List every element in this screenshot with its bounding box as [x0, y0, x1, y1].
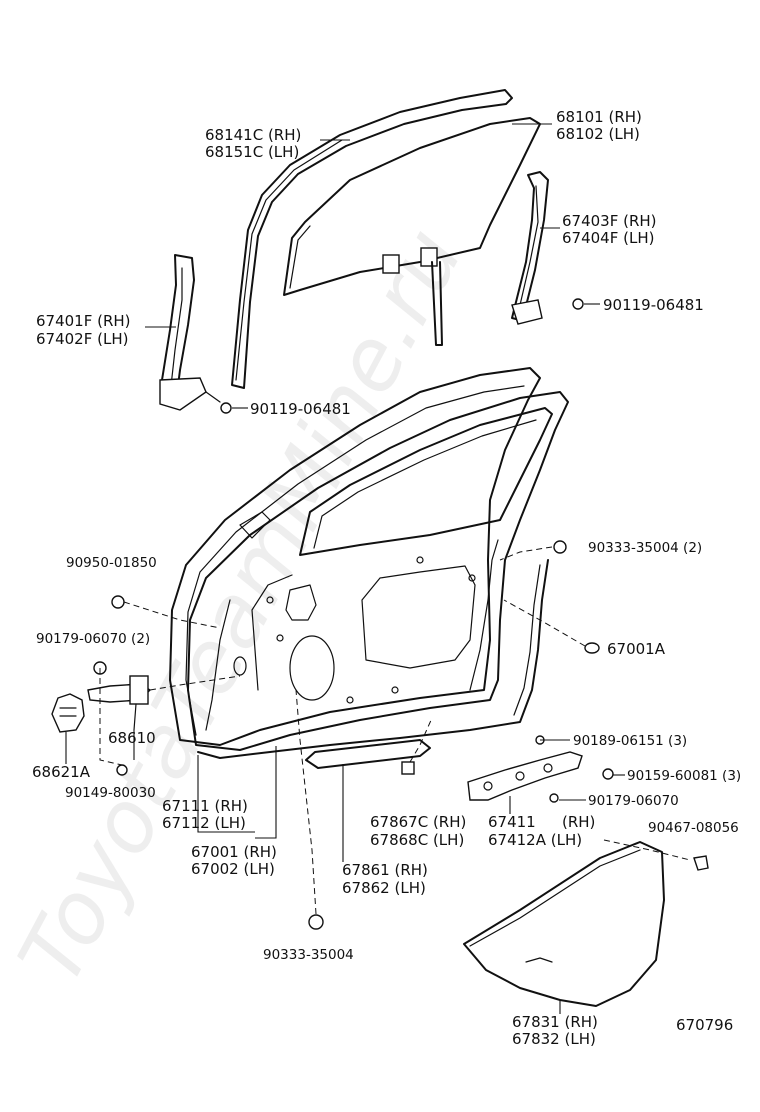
svg-text:67868C (LH): 67868C (LH) [370, 831, 464, 849]
callout-plug-c: 90333-35004 [263, 947, 354, 963]
callout-clip-c: 67867C (RH) 67868C (LH) [370, 813, 466, 849]
svg-text:90189-06151 (3): 90189-06151 (3) [573, 733, 687, 749]
svg-text:67401F (RH): 67401F (RH) [36, 312, 131, 330]
callout-panel: 67001 (RH) 67002 (LH) [191, 843, 277, 878]
svg-text:67831 (RH): 67831 (RH) [512, 1013, 598, 1031]
svg-text:68610: 68610 [108, 729, 156, 747]
callout-regulator: 67411 (RH) 67412A (LH) [488, 813, 595, 849]
callout-front-run: 67401F (RH) 67402F (LH) [36, 312, 131, 348]
svg-text:68101 (RH): 68101 (RH) [556, 108, 642, 126]
callout-rear-bolt: 90119-06481 [603, 296, 704, 314]
callout-plug-a: 90950-01850 [66, 555, 157, 571]
rear-bolt [572, 298, 600, 310]
svg-text:68102 (LH): 68102 (LH) [556, 125, 640, 143]
window-regulator [467, 751, 583, 801]
svg-text:67112 (LH): 67112 (LH) [162, 814, 246, 832]
svg-text:68151C (LH): 68151C (LH) [205, 143, 299, 161]
svg-text:90119-06481: 90119-06481 [603, 296, 704, 314]
callout-clip: 67001A [607, 640, 666, 658]
svg-text:67832 (LH): 67832 (LH) [512, 1030, 596, 1048]
svg-text:67867C (RH): 67867C (RH) [370, 813, 466, 831]
svg-text:67403F (RH): 67403F (RH) [562, 212, 657, 230]
hinge-bolt [116, 764, 128, 776]
clip-67001a [584, 642, 600, 654]
callout-check: 68610 [108, 729, 156, 747]
svg-text:90179-06070 (2): 90179-06070 (2) [36, 631, 150, 647]
callout-weatherstrip: 67111 (RH) 67112 (LH) [162, 797, 248, 832]
callout-screw-a: 90189-06151 (3) [573, 733, 687, 749]
svg-text:670796: 670796 [676, 1016, 733, 1034]
belt-molding [305, 739, 431, 769]
diagram-id: 670796 [676, 1016, 733, 1034]
callout-belt: 67861 (RH) 67862 (LH) [342, 861, 428, 897]
door-check [87, 661, 152, 731]
door-panel [169, 367, 569, 751]
callout-fastener: 90467-08056 [648, 820, 739, 836]
svg-text:90950-01850: 90950-01850 [66, 555, 157, 571]
svg-text:68141C (RH): 68141C (RH) [205, 126, 301, 144]
callout-rear-run: 67403F (RH) 67404F (LH) [562, 212, 657, 247]
callout-hinge-bolt: 90149-80030 [65, 785, 156, 801]
callout-glass: 68101 (RH) 68102 (LH) [556, 108, 642, 143]
svg-text:67404F (LH): 67404F (LH) [562, 229, 654, 247]
callout-glass-channel: 68141C (RH) 68151C (LH) [205, 126, 301, 161]
seal-fastener [693, 855, 709, 871]
svg-text:67411: 67411 [488, 813, 536, 831]
plug-a [111, 595, 125, 609]
svg-text:90333-35004: 90333-35004 [263, 947, 354, 963]
hinge-cover [51, 693, 85, 733]
svg-text:67412A (LH): 67412A (LH) [488, 831, 582, 849]
svg-text:90149-80030: 90149-80030 [65, 785, 156, 801]
callout-nut: 90179-06070 (2) [36, 631, 150, 647]
regulator-fasteners [535, 735, 614, 803]
callout-seal: 67831 (RH) 67832 (LH) [512, 1013, 598, 1048]
svg-text:(RH): (RH) [562, 813, 595, 831]
svg-text:90179-06070: 90179-06070 [588, 793, 679, 809]
callout-plug-b: 90333-35004 (2) [588, 540, 702, 556]
svg-text:67001 (RH): 67001 (RH) [191, 843, 277, 861]
svg-text:67111 (RH): 67111 (RH) [162, 797, 248, 815]
callout-nut-b: 90179-06070 [588, 793, 679, 809]
svg-text:90119-06481: 90119-06481 [250, 400, 351, 418]
plug-c [308, 914, 324, 930]
callout-hinge-cover: 68621A [32, 763, 91, 781]
svg-text:67861 (RH): 67861 (RH) [342, 861, 428, 879]
glass-run-channel [231, 89, 513, 389]
svg-text:90467-08056: 90467-08056 [648, 820, 739, 836]
clip-c [401, 761, 415, 775]
callout-front-bolt: 90119-06481 [250, 400, 351, 418]
svg-text:67402F (LH): 67402F (LH) [36, 330, 128, 348]
front-bolt [205, 391, 248, 414]
door-lower-seal [463, 841, 665, 1007]
svg-text:90159-60081 (3): 90159-60081 (3) [627, 768, 741, 784]
callout-screw-b: 90159-60081 (3) [627, 768, 741, 784]
plug-b [553, 540, 567, 554]
front-run-channel [159, 254, 207, 411]
svg-text:67002 (LH): 67002 (LH) [191, 860, 275, 878]
svg-text:90333-35004 (2): 90333-35004 (2) [588, 540, 702, 556]
svg-text:67001A: 67001A [607, 640, 666, 658]
svg-text:68621A: 68621A [32, 763, 91, 781]
svg-text:67862 (LH): 67862 (LH) [342, 879, 426, 897]
door-weatherstrip [197, 559, 549, 759]
rear-run-channel [511, 171, 549, 325]
